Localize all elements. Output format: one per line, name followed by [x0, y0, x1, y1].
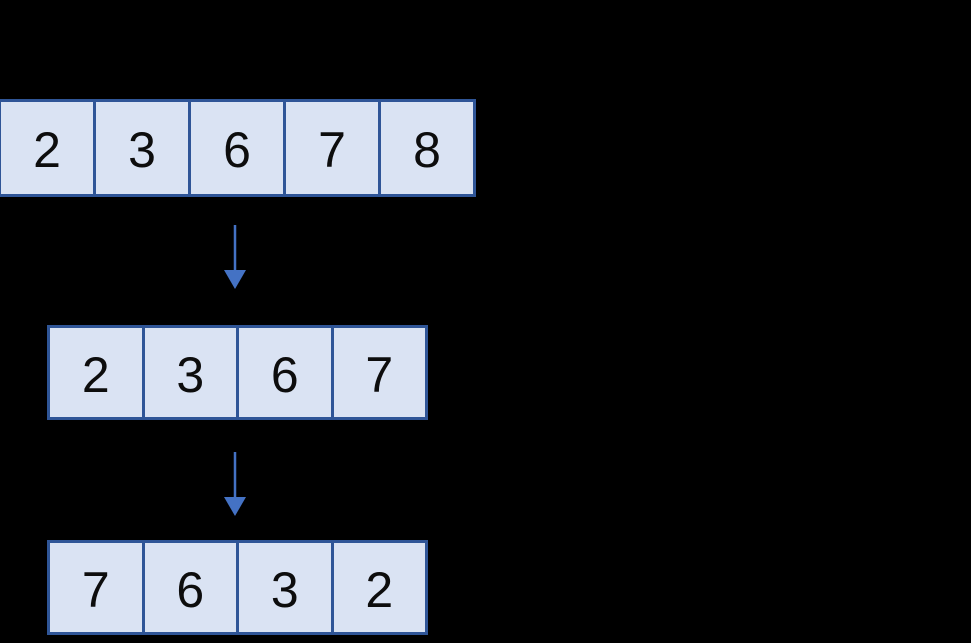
array-cell: 6 — [236, 328, 331, 417]
cell-value: 3 — [128, 122, 156, 178]
cell-value: 2 — [33, 122, 61, 178]
cell-value: 2 — [365, 561, 394, 618]
cell-value: 7 — [318, 122, 346, 178]
cell-value: 3 — [270, 561, 299, 618]
cell-value: 3 — [176, 346, 205, 403]
array-cell: 2 — [330, 543, 426, 632]
cell-value: 6 — [176, 561, 205, 618]
array-row-bottom: 7 6 3 2 — [47, 540, 428, 635]
array-row-middle: 2 3 6 7 — [47, 325, 428, 420]
array-cell: 7 — [330, 328, 426, 417]
arrow-head — [224, 270, 246, 289]
array-cell: 3 — [93, 102, 188, 194]
array-row-top: 2 3 6 7 8 — [0, 99, 476, 197]
array-cell: 7 — [50, 543, 142, 632]
cell-value: 7 — [365, 346, 394, 403]
cell-value: 6 — [270, 346, 299, 403]
arrow-head — [224, 497, 246, 516]
array-cell: 3 — [236, 543, 331, 632]
array-cell: 2 — [1, 102, 93, 194]
array-cell: 6 — [188, 102, 283, 194]
down-arrow-1 — [224, 225, 246, 289]
array-cell: 8 — [378, 102, 473, 194]
array-cell: 2 — [50, 328, 142, 417]
array-cell: 6 — [141, 543, 237, 632]
cell-value: 2 — [81, 346, 110, 403]
cell-value: 7 — [81, 561, 110, 618]
array-cell: 3 — [141, 328, 237, 417]
cell-value: 8 — [413, 122, 441, 178]
cell-value: 6 — [223, 122, 251, 178]
down-arrow-2 — [224, 452, 246, 516]
array-cell: 7 — [283, 102, 378, 194]
